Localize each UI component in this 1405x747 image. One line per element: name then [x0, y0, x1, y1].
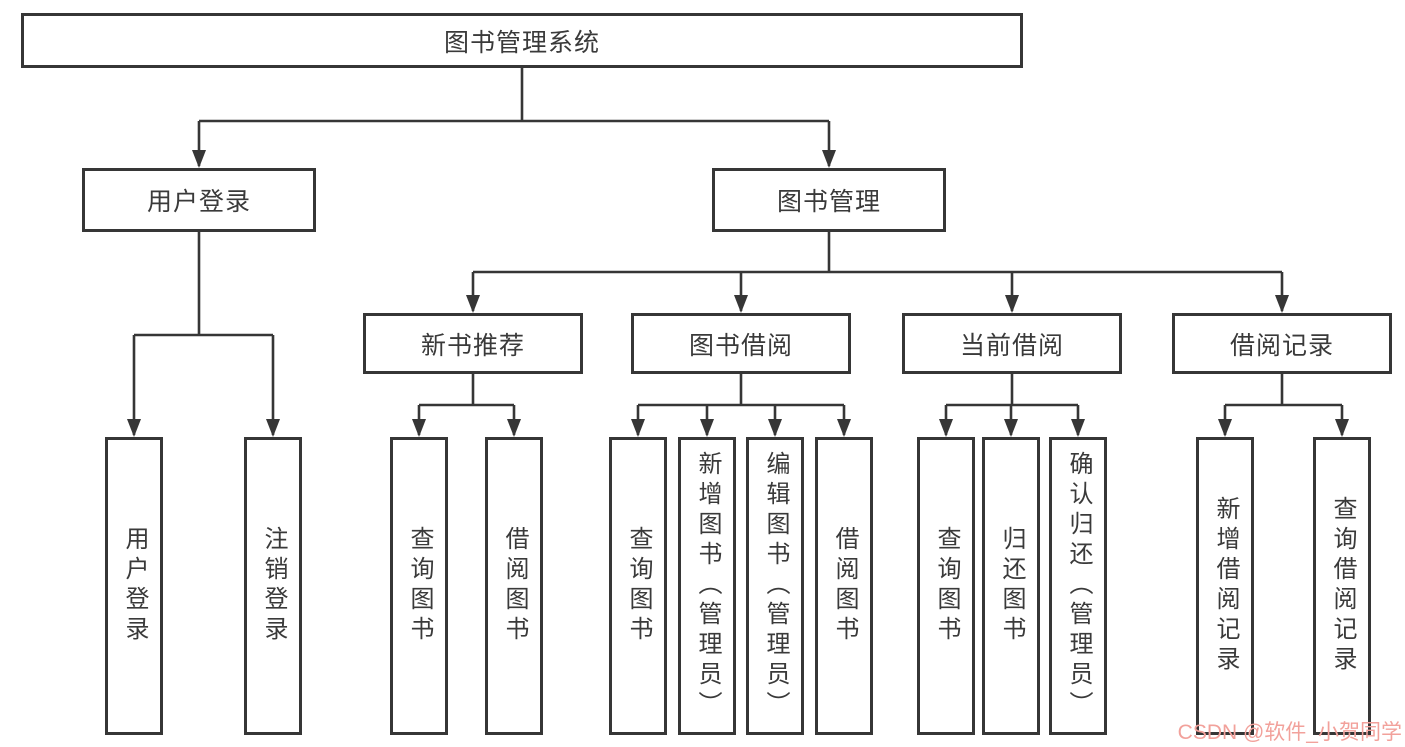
leaf-user-login-label: 用户登录 — [121, 526, 148, 646]
node-current-borrow-label: 当前借阅 — [959, 331, 1064, 360]
node-new-book-recommend: 新书推荐 — [363, 313, 583, 374]
leaf-current-query-books-label: 查询图书 — [933, 526, 960, 646]
leaf-borrow-add-books-admin-label: 新增图书（管理员） — [694, 451, 721, 721]
node-borrow-records: 借阅记录 — [1172, 313, 1392, 374]
leaf-logout-label: 注销登录 — [260, 526, 287, 646]
node-borrow-records-label: 借阅记录 — [1229, 331, 1334, 360]
leaf-current-confirm-return-admin-label: 确认归还（管理员） — [1065, 451, 1092, 721]
node-library-system-label: 图书管理系统 — [443, 28, 600, 57]
leaf-records-add-record-label: 新增借阅记录 — [1212, 496, 1239, 676]
leaf-borrow-borrow-books: 借阅图书 — [815, 437, 873, 735]
node-book-borrow-label: 图书借阅 — [688, 331, 793, 360]
csdn-watermark: CSDN @软件_小贺同学 — [1177, 721, 1402, 744]
node-user-login-label: 用户登录 — [146, 188, 251, 216]
leaf-borrow-edit-books-admin-label: 编辑图书（管理员） — [762, 451, 789, 721]
leaf-borrow-query-books-label: 查询图书 — [625, 526, 652, 646]
leaf-borrow-query-books: 查询图书 — [609, 437, 667, 735]
node-book-management-label: 图书管理 — [776, 188, 881, 216]
node-current-borrow: 当前借阅 — [902, 313, 1122, 374]
node-book-borrow: 图书借阅 — [631, 313, 851, 374]
leaf-logout: 注销登录 — [244, 437, 302, 735]
leaf-current-query-books: 查询图书 — [917, 437, 975, 735]
leaf-records-query-record-label: 查询借阅记录 — [1329, 496, 1356, 676]
leaf-records-query-record: 查询借阅记录 — [1313, 437, 1371, 735]
leaf-current-return-books-label: 归还图书 — [998, 526, 1025, 646]
node-new-book-recommend-label: 新书推荐 — [420, 331, 525, 360]
node-user-login: 用户登录 — [82, 168, 316, 232]
leaf-newbook-borrow-books-label: 借阅图书 — [501, 526, 528, 646]
leaf-user-login: 用户登录 — [105, 437, 163, 735]
leaf-borrow-edit-books-admin: 编辑图书（管理员） — [746, 437, 804, 735]
leaf-newbook-borrow-books: 借阅图书 — [485, 437, 543, 735]
node-book-management: 图书管理 — [712, 168, 946, 232]
leaf-current-confirm-return-admin: 确认归还（管理员） — [1049, 437, 1107, 735]
leaf-newbook-query-books-label: 查询图书 — [406, 526, 433, 646]
leaf-borrow-borrow-books-label: 借阅图书 — [831, 526, 858, 646]
leaf-newbook-query-books: 查询图书 — [390, 437, 448, 735]
leaf-borrow-add-books-admin: 新增图书（管理员） — [678, 437, 736, 735]
node-library-system: 图书管理系统 — [21, 13, 1023, 68]
leaf-current-return-books: 归还图书 — [982, 437, 1040, 735]
leaf-records-add-record: 新增借阅记录 — [1196, 437, 1254, 735]
